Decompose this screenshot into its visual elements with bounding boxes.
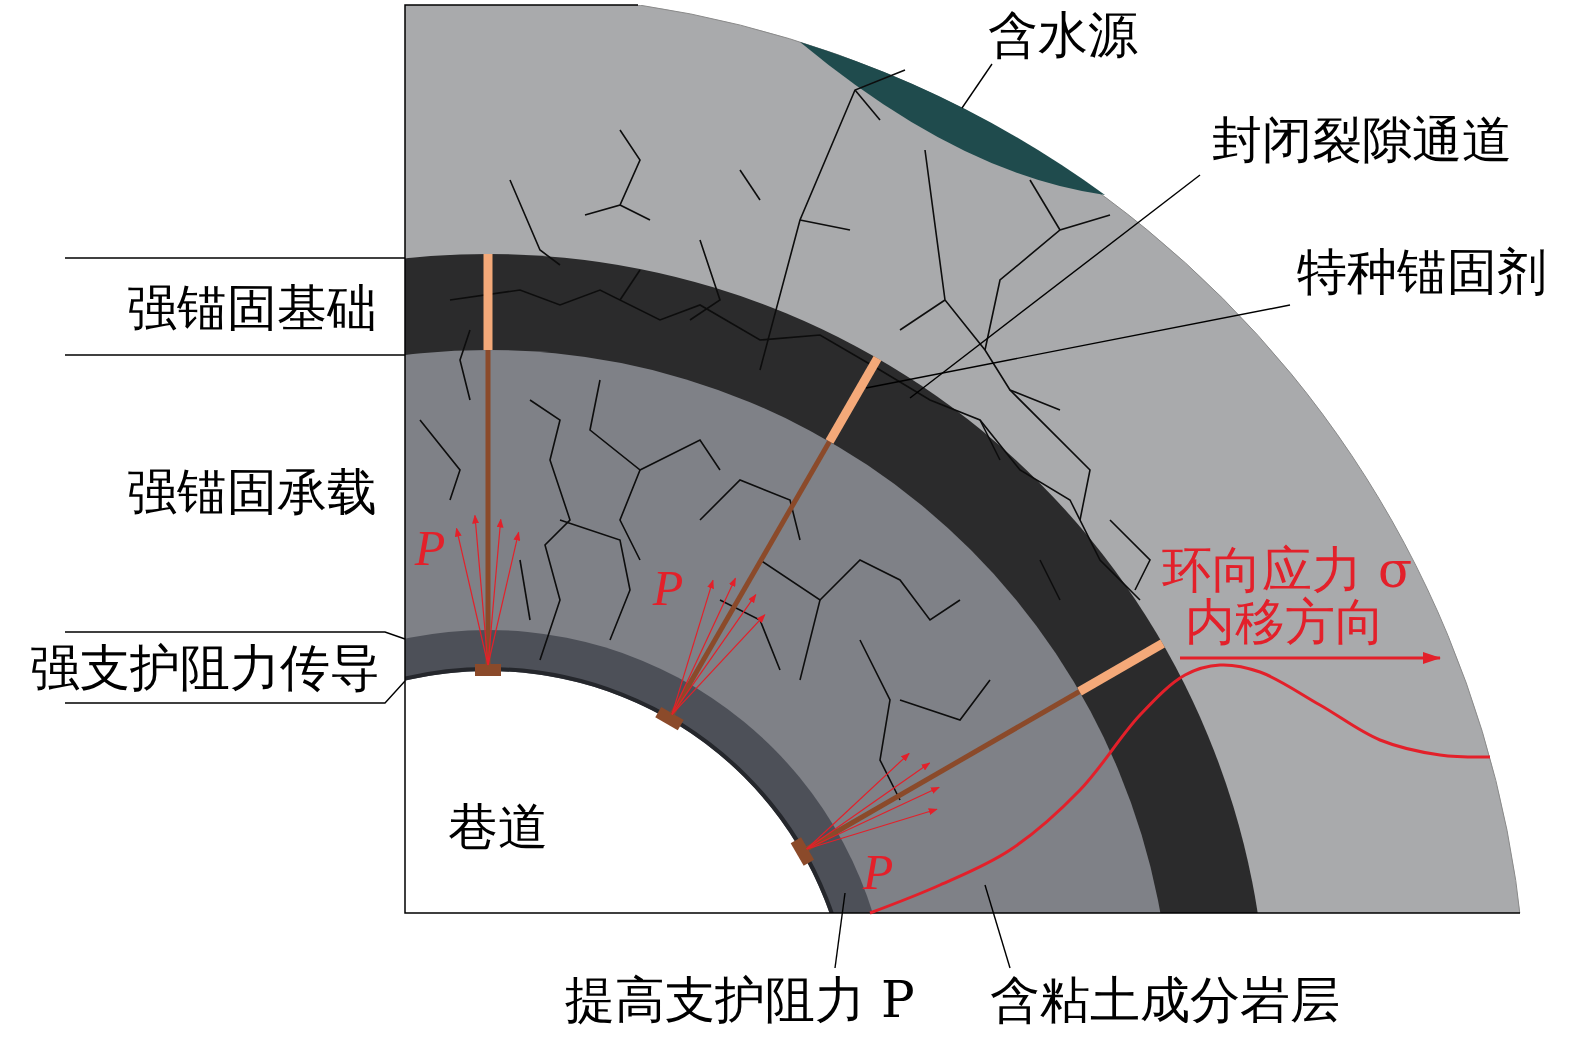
special-anchor-agent bbox=[1079, 644, 1162, 692]
frame bbox=[405, 5, 1520, 913]
crack bbox=[640, 440, 720, 470]
crack bbox=[800, 600, 820, 680]
leader-line bbox=[835, 893, 845, 968]
force-symbol: P bbox=[863, 847, 894, 897]
leader-line bbox=[65, 632, 405, 639]
crack bbox=[620, 270, 640, 300]
crack bbox=[900, 680, 990, 720]
bolt-plate bbox=[791, 837, 814, 866]
force-symbol: P bbox=[653, 563, 684, 613]
callout-label: 强支护阻力传导 bbox=[30, 643, 380, 693]
callout-label: 提高支护阻力 P bbox=[565, 975, 915, 1025]
anchor-base-band bbox=[405, 254, 1267, 913]
resistance-arrow bbox=[807, 809, 937, 849]
crack bbox=[1110, 520, 1150, 590]
resistance-arrow bbox=[672, 615, 765, 714]
leader-line bbox=[985, 885, 1010, 968]
support-inner-edge bbox=[405, 669, 852, 913]
callout-label: 内移方向 bbox=[1185, 597, 1385, 647]
crack bbox=[520, 560, 530, 620]
tunnel-opening bbox=[405, 671, 850, 913]
crack bbox=[860, 640, 900, 800]
bolt-plate bbox=[475, 664, 501, 676]
leader-line bbox=[65, 257, 405, 258]
crack bbox=[585, 130, 640, 215]
crack bbox=[760, 70, 905, 370]
resistance-arrow bbox=[807, 754, 909, 849]
resistance-arrow bbox=[488, 532, 519, 665]
crack bbox=[620, 205, 650, 220]
anchor-bolt bbox=[486, 350, 491, 675]
callout-label: 巷道 bbox=[448, 802, 548, 852]
crack bbox=[855, 90, 880, 120]
callout-label: 含水源 bbox=[988, 10, 1138, 60]
clay-rock-layer bbox=[405, 350, 1171, 913]
crack bbox=[420, 420, 460, 500]
outer-boundary bbox=[405, 5, 1527, 913]
callout-label: 封闭裂隙通道 bbox=[1212, 115, 1512, 165]
crack bbox=[530, 400, 570, 660]
callout-label: 环向应力 σ bbox=[1162, 545, 1412, 595]
anchor-bolt bbox=[667, 442, 830, 723]
crack bbox=[740, 170, 760, 200]
leader-line bbox=[65, 354, 405, 355]
leader-line bbox=[910, 175, 1200, 398]
special-anchor-agent bbox=[830, 358, 878, 441]
crack bbox=[560, 520, 630, 640]
crack bbox=[900, 300, 945, 330]
crack bbox=[800, 220, 850, 230]
force-symbol: P bbox=[415, 523, 446, 573]
callout-label: 特种锚固剂 bbox=[1297, 247, 1547, 297]
crack bbox=[460, 330, 470, 400]
special-anchor-agent bbox=[484, 254, 493, 350]
crack bbox=[1030, 180, 1060, 230]
callout-label: 强锚固承载 bbox=[127, 467, 377, 517]
crack bbox=[510, 180, 560, 265]
callout-label: 含粘土成分岩层 bbox=[990, 975, 1340, 1025]
resistance-arrow bbox=[457, 529, 488, 665]
hoop-stress-curve bbox=[870, 665, 1490, 913]
crack bbox=[760, 560, 960, 620]
resistance-arrow bbox=[807, 763, 930, 849]
shift-direction-arrow bbox=[1180, 657, 1440, 660]
bolt-plate bbox=[655, 707, 684, 730]
crack bbox=[980, 420, 1000, 460]
resistance-arrow bbox=[672, 595, 756, 715]
crack bbox=[1010, 390, 1090, 520]
crack bbox=[700, 480, 800, 540]
leader-line bbox=[962, 64, 992, 108]
outer-rock bbox=[405, 5, 1527, 913]
resistance-arrow bbox=[488, 520, 501, 665]
crack bbox=[985, 215, 1110, 350]
crack bbox=[720, 600, 780, 670]
leader-line bbox=[866, 305, 1290, 388]
callout-label: 强锚固基础 bbox=[127, 283, 377, 333]
resistance-arrow bbox=[807, 787, 939, 849]
support-ring bbox=[405, 630, 891, 913]
resistance-arrow bbox=[475, 516, 488, 665]
water-source bbox=[800, 42, 1105, 195]
crack bbox=[1040, 560, 1060, 600]
